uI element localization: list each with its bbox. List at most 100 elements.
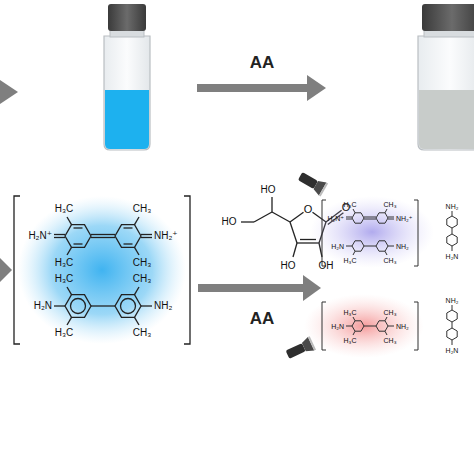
mini-tmb [376, 321, 388, 331]
tmb-complex [135, 247, 140, 255]
mini-complex [322, 200, 326, 266]
tmb-complex [135, 287, 140, 295]
tmb-complex [141, 237, 152, 238]
mini-complex [346, 217, 352, 218]
atom-label: NH₂ [396, 243, 409, 250]
atom-label: H₂N⁺ [28, 231, 52, 241]
incoming-arrow [0, 80, 18, 104]
mini-tmb [353, 331, 355, 335]
ascorbic-acid-structure [241, 221, 254, 222]
atom-label: H₂N [331, 323, 344, 330]
atom-label: H₂N [446, 347, 459, 354]
atom-label: CH₃ [133, 328, 152, 338]
atom-label: H₃C [344, 309, 357, 316]
tmb-complex [67, 317, 72, 325]
mini-tmb [447, 234, 457, 246]
vial-grey [418, 36, 474, 150]
mini-complex [352, 241, 364, 251]
atom-label: H₃C [344, 201, 357, 208]
atom-label: HO [261, 185, 276, 195]
purple-glow [310, 196, 434, 268]
tmb-complex [115, 225, 141, 248]
atom-label: NH₂ [446, 297, 459, 304]
atom-label: HO [222, 217, 237, 227]
incoming-arrow [0, 258, 12, 282]
tmb-complex [91, 305, 115, 306]
tmb-complex [115, 295, 141, 318]
mini-tmb [364, 326, 376, 327]
mini-tmb [447, 328, 457, 340]
ascorbic-acid-structure [254, 212, 272, 222]
vial-grey [424, 30, 474, 37]
vial-blue [110, 30, 144, 37]
tmb-complex [67, 247, 72, 255]
mini-complex [364, 219, 376, 220]
atom-label: CH₃ [133, 258, 152, 268]
mini-tmb [414, 302, 418, 350]
red-glow [304, 294, 424, 358]
tmb-complex [65, 295, 91, 318]
mini-tmb [385, 331, 387, 335]
tmb-complex [14, 196, 20, 344]
ascorbic-acid-structure [271, 197, 272, 212]
mini-complex [352, 213, 364, 223]
mini-complex [388, 217, 394, 218]
incoming-arrow [0, 80, 18, 282]
atom-label: H₃C [344, 337, 357, 344]
mini-tmb [385, 317, 387, 321]
vial-grey [418, 4, 474, 150]
atom-label: CH₃ [384, 257, 397, 264]
ascorbic-acid-structure [293, 243, 297, 257]
mini-complex [364, 217, 376, 218]
atom-label: H₃C [55, 328, 74, 338]
atom-label: H₃C [55, 274, 74, 284]
mini-tmb [452, 228, 453, 234]
mini-tmb [352, 321, 364, 331]
tmb-complex [65, 225, 91, 248]
reaction-arrow [307, 75, 326, 101]
vial-blue [104, 4, 150, 150]
mini-tmb [353, 317, 355, 321]
tmb-complex [135, 217, 140, 225]
vial-grey [419, 90, 474, 149]
tmb-complex [91, 237, 115, 238]
mini-complex [376, 241, 388, 251]
mini-complex [346, 246, 352, 247]
reagent-label: AA [250, 54, 275, 71]
atom-label: H₂N [331, 243, 344, 250]
mini-tmb [388, 326, 394, 327]
flashlight [286, 343, 306, 359]
flashlight [284, 336, 316, 361]
atom-label: CH₃ [384, 309, 397, 316]
mini-tmb [452, 305, 453, 310]
tmb-complex [54, 234, 65, 235]
mini-complex [353, 209, 355, 213]
vial-grey [422, 4, 474, 31]
atom-label: H₃C [55, 204, 74, 214]
atom-label: NH₂ [154, 301, 172, 311]
mini-tmb [447, 310, 457, 322]
ascorbic-acid-structure [272, 212, 290, 222]
mini-tmb [447, 211, 457, 251]
atom-label: O [304, 204, 313, 215]
tmb-complex [141, 305, 152, 306]
atom-label: NH₂⁺ [154, 231, 178, 241]
vial-blue [105, 90, 149, 149]
atom-label: NH₂⁺ [396, 215, 413, 222]
mini-tmb [346, 326, 352, 327]
mini-tmb [447, 305, 457, 345]
reaction-arrow [197, 75, 326, 101]
atom-label: CH₃ [384, 201, 397, 208]
mini-tmb [452, 340, 453, 345]
tmb-complex [124, 227, 133, 228]
mini-complex [364, 246, 376, 247]
mini-complex [388, 219, 394, 220]
flashlight [308, 336, 316, 350]
tmb-complex [184, 196, 190, 344]
tmb-complex [14, 196, 190, 344]
tmb-complex [54, 237, 65, 238]
tmb-complex [74, 227, 83, 228]
mini-complex [322, 200, 418, 266]
